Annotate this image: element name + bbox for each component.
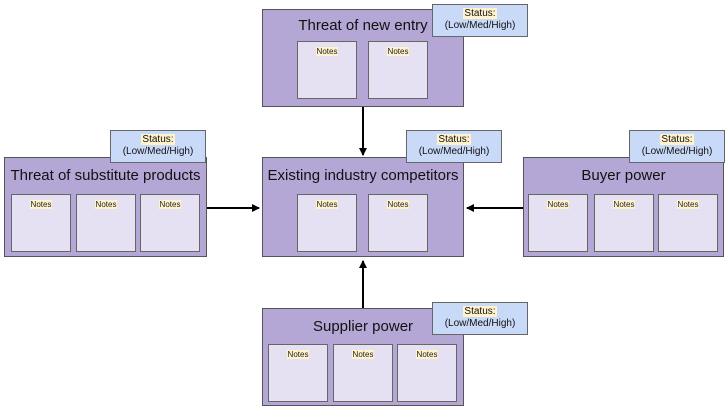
note-card[interactable]: Notes (333, 344, 393, 402)
note-label: Notes (286, 350, 310, 359)
note-card[interactable]: Notes (140, 194, 200, 252)
note-card[interactable]: Notes (658, 194, 718, 252)
note-label: Notes (315, 200, 339, 209)
status-label: Status: (463, 8, 497, 19)
note-label: Notes (612, 200, 636, 209)
box-title: Supplier power (312, 318, 414, 335)
note-label: Notes (386, 200, 410, 209)
box-title: Buyer power (581, 167, 666, 184)
status-value: (Low/Med/High) (641, 146, 713, 157)
note-card[interactable]: Notes (594, 194, 654, 252)
status-label: Status: (660, 134, 694, 145)
note-label: Notes (546, 200, 570, 209)
status-badge-left[interactable]: Status: (Low/Med/High) (110, 130, 206, 163)
status-badge-right[interactable]: Status: (Low/Med/High) (629, 130, 725, 163)
box-buyer-power[interactable]: Buyer power Notes Notes Notes (523, 157, 724, 257)
note-label: Notes (158, 200, 182, 209)
box-existing-industry-competitors[interactable]: Existing industry competitors Notes Note… (262, 157, 464, 257)
status-value: (Low/Med/High) (418, 146, 490, 157)
note-card[interactable]: Notes (368, 194, 428, 252)
note-card[interactable]: Notes (368, 41, 428, 99)
status-value: (Low/Med/High) (444, 20, 516, 31)
status-label: Status: (437, 134, 471, 145)
box-threat-of-new-entry[interactable]: Threat of new entry Notes Notes (262, 9, 464, 107)
note-label: Notes (386, 47, 410, 56)
status-badge-bottom[interactable]: Status: (Low/Med/High) (432, 302, 528, 335)
box-threat-of-substitute-products[interactable]: Threat of substitute products Notes Note… (4, 157, 207, 257)
note-label: Notes (94, 200, 118, 209)
note-card[interactable]: Notes (528, 194, 588, 252)
note-card[interactable]: Notes (11, 194, 71, 252)
note-label: Notes (415, 350, 439, 359)
box-title: Threat of new entry (298, 17, 428, 34)
status-label: Status: (141, 134, 175, 145)
box-supplier-power[interactable]: Supplier power Notes Notes Notes (262, 308, 464, 406)
status-label: Status: (463, 306, 497, 317)
status-value: (Low/Med/High) (444, 318, 516, 329)
status-badge-center[interactable]: Status: (Low/Med/High) (406, 130, 502, 163)
status-badge-top[interactable]: Status: (Low/Med/High) (432, 4, 528, 37)
status-value: (Low/Med/High) (122, 146, 194, 157)
box-title: Threat of substitute products (10, 167, 201, 184)
note-card[interactable]: Notes (268, 344, 328, 402)
note-label: Notes (315, 47, 339, 56)
note-card[interactable]: Notes (297, 41, 357, 99)
note-label: Notes (351, 350, 375, 359)
box-title: Existing industry competitors (267, 167, 459, 184)
note-label: Notes (29, 200, 53, 209)
note-card[interactable]: Notes (397, 344, 457, 402)
note-label: Notes (676, 200, 700, 209)
note-card[interactable]: Notes (76, 194, 136, 252)
note-card[interactable]: Notes (297, 194, 357, 252)
